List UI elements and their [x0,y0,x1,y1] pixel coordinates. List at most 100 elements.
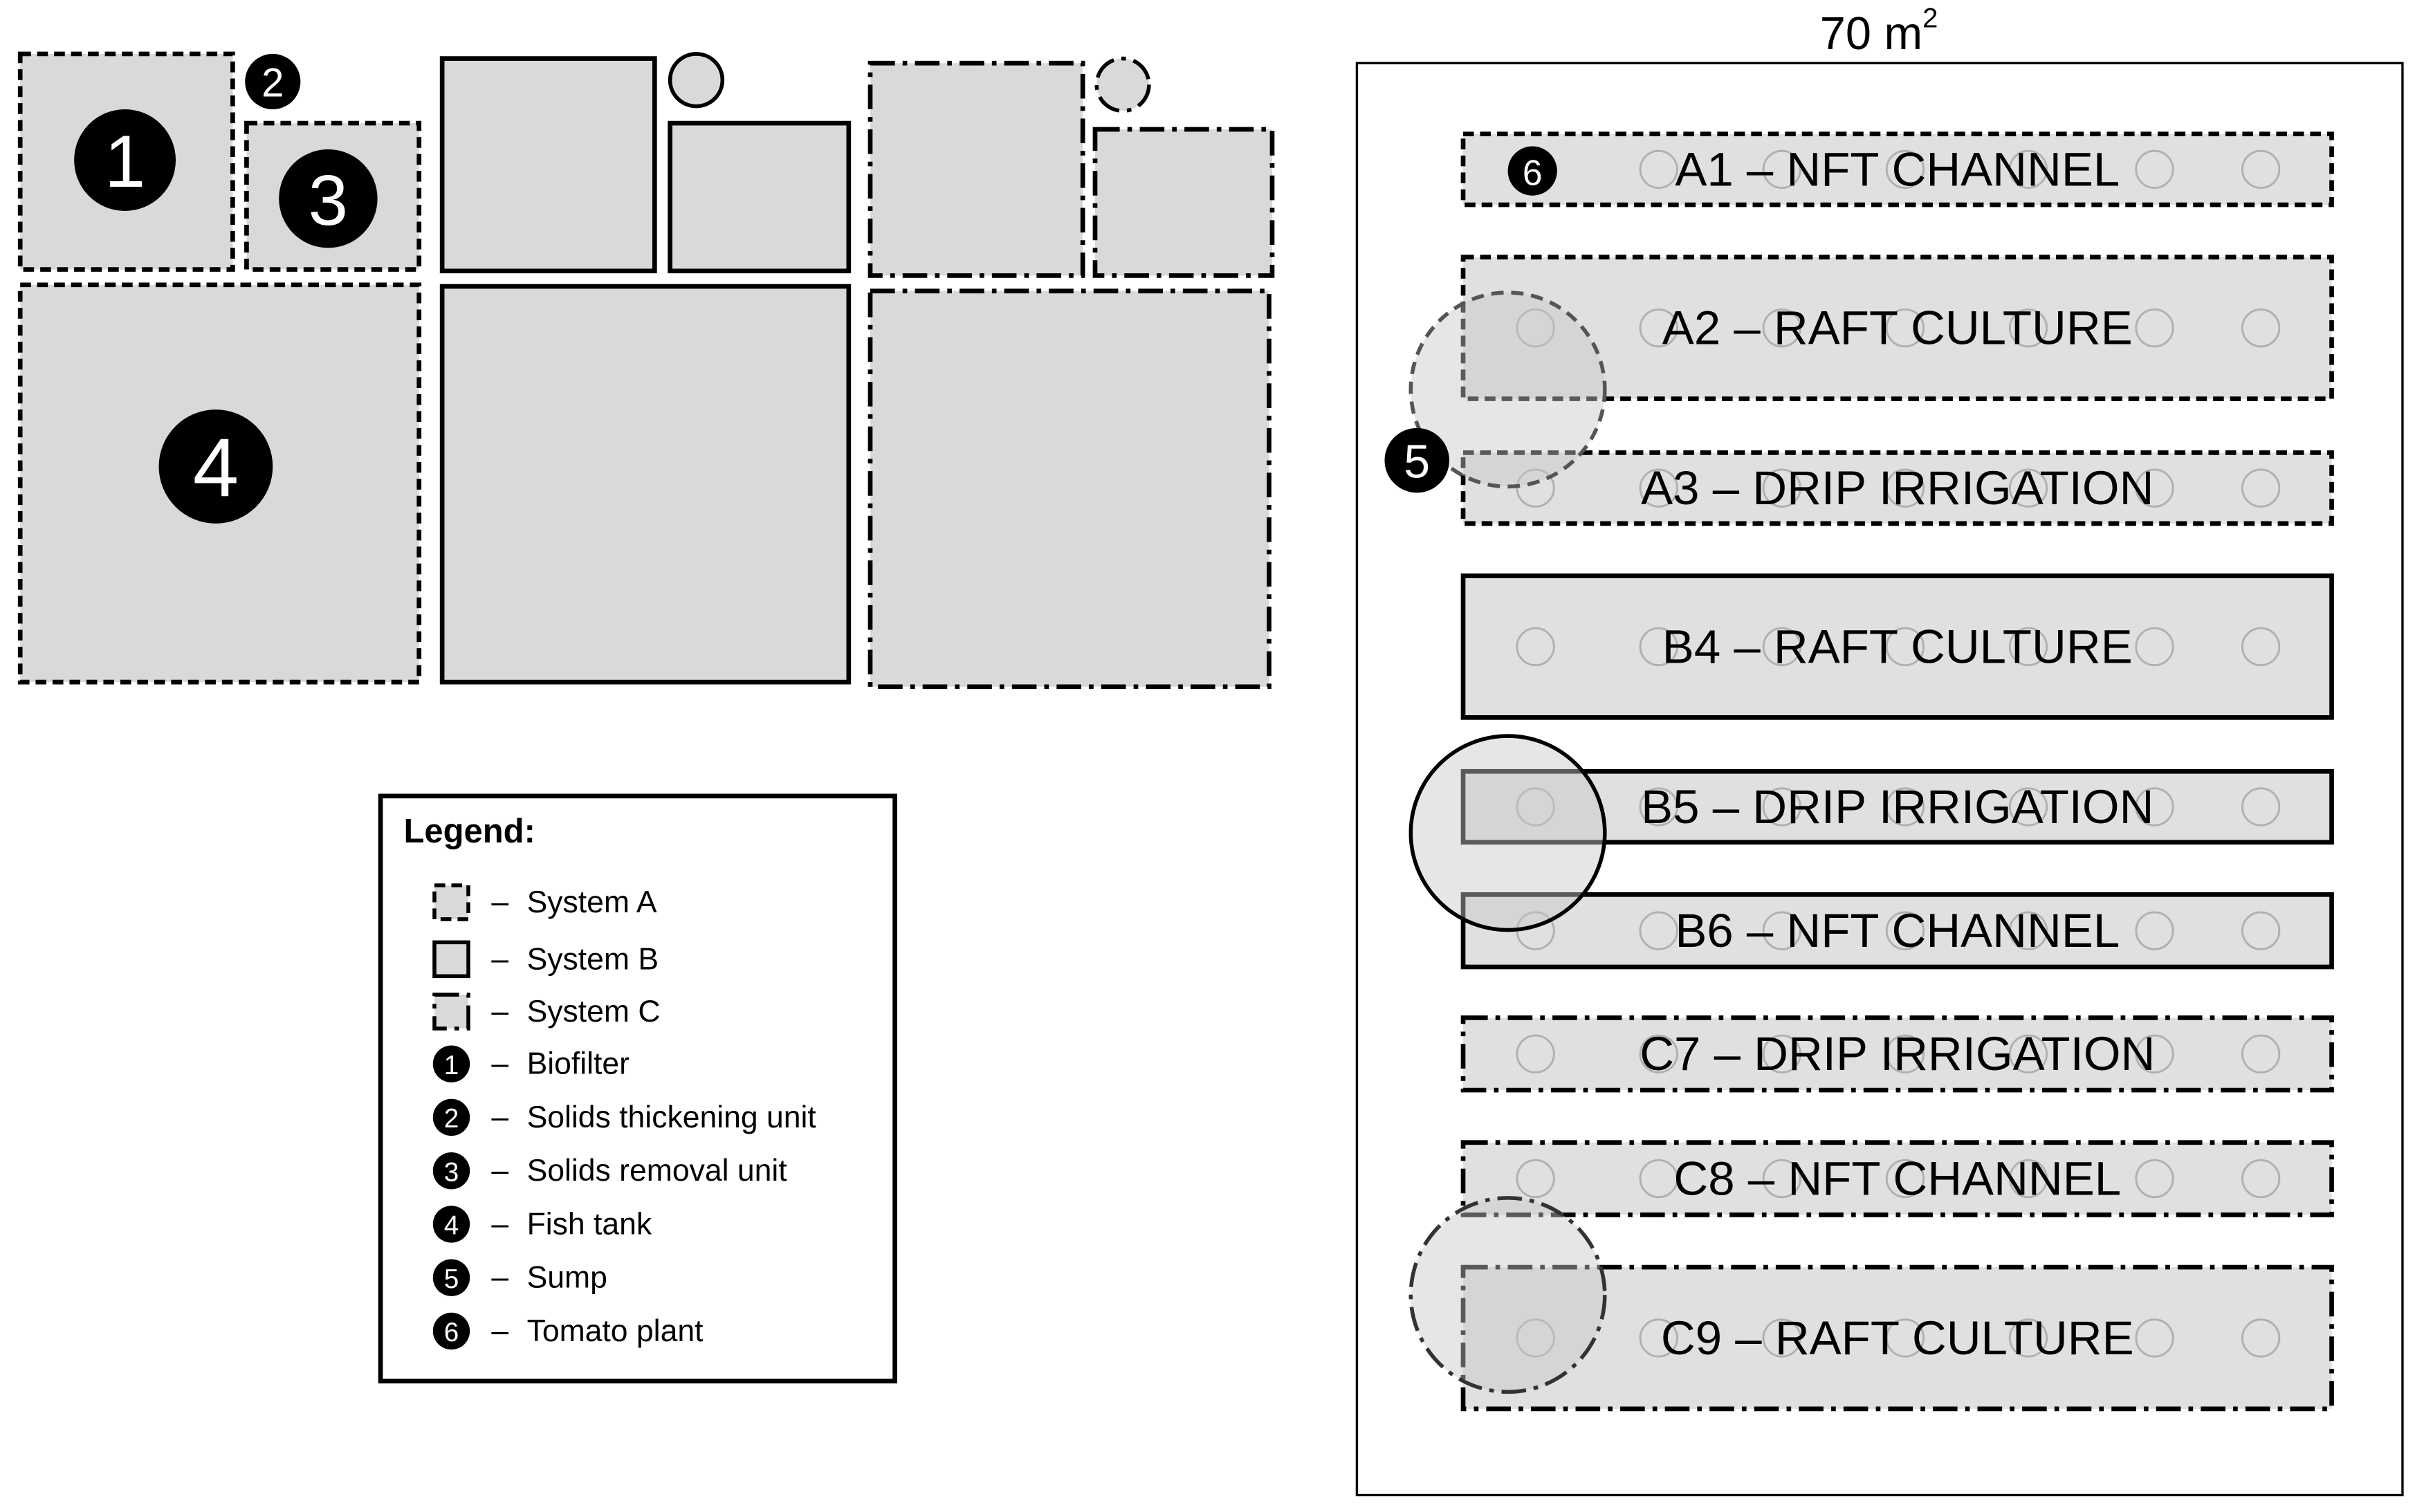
plant-position-icon [2008,787,2048,827]
legend-marker-2-icon-circle [432,1098,470,1136]
biofilter-tank-b [439,56,657,274]
legend-marker-3-icon-circle [432,1152,470,1190]
sump-b [1408,734,1607,932]
plant-position-icon [1885,627,1925,667]
plant-position-icon [2008,1318,2048,1358]
plant-position-icon [1762,787,1801,827]
legend-system-c-icon [432,993,470,1031]
area-superscript: 2 [1922,3,1938,34]
legend-marker-1-icon-number: 1 [444,1051,459,1080]
plant-position-icon [2135,308,2174,348]
channel-bed [1460,573,2334,720]
plant-position-icon [1639,1318,1678,1358]
marker-3-number: 3 [309,160,348,240]
plant-position-icon [1885,308,1925,348]
channel-bed [1460,1015,2334,1093]
marker-6-number: 6 [1523,152,1543,192]
legend-component-label: Tomato plant [527,1314,704,1348]
plant-position-icon [1885,1318,1925,1358]
plant-position-icon [2135,627,2174,667]
plant-position-icon [1762,149,1801,190]
marker-4-number: 4 [193,422,239,514]
area-value: 70 m [1820,8,1922,59]
legend-component-label: Solids thickening unit [527,1100,817,1134]
plant-position-icon [1762,627,1801,667]
plant-position-icon [2241,1034,2281,1073]
plant-position-icon [2241,1318,2281,1358]
legend-marker-5-icon: 5 [432,1259,470,1296]
marker-3: 3 [279,149,378,248]
marker-5-number: 5 [1404,436,1430,488]
channel-bed [1460,1264,2334,1412]
plant-position-icon [1516,308,1555,348]
plant-position-icon [1885,468,1925,508]
plant-position-icon [2008,627,2048,667]
plant-position-icon [2008,1034,2048,1073]
marker-1-number: 1 [104,120,145,203]
legend-dash: – [491,942,508,976]
channel-label: A1 – NFT CHANNEL [1675,142,2120,196]
legend-dash: – [491,1154,508,1188]
legend-title: Legend: [403,813,535,850]
channel-b6: B6 – NFT CHANNEL [1460,892,2334,970]
plant-position-icon [1885,149,1925,190]
plant-position-icon [1639,468,1678,508]
legend-system-label: System B [527,942,659,976]
legend-component-label: Solids removal unit [527,1154,788,1188]
plant-position-icon [1639,627,1678,667]
plant-position-icon [1762,1318,1801,1358]
plant-position-icon [1516,787,1555,827]
channel-bed [1460,255,2334,401]
plant-position-icon [1516,1318,1555,1358]
legend-component-label: Sump [527,1261,607,1295]
legend-marker-6-icon: 6 [432,1312,470,1350]
solids-removal-b [668,120,852,274]
marker-2-circle [245,53,301,110]
plant-position-icon [1885,1034,1925,1073]
biofilter-tank-c [867,60,1085,278]
fish-tank-c [867,288,1271,690]
channel-label: C7 – DRIP IRRIGATION [1640,1027,2155,1080]
sump-c [1408,1196,1607,1394]
legend-dash: – [491,1207,508,1241]
plant-position-icon [1639,911,1678,950]
legend-marker-2-icon: 2 [432,1098,470,1136]
legend-marker-5-icon-circle [432,1259,470,1296]
channel-label: C8 – NFT CHANNEL [1673,1152,2121,1206]
legend-dash: – [491,885,508,919]
channel-bed [1460,450,2334,526]
legend-dash: – [491,1047,508,1081]
legend-marker-3-icon: 3 [432,1152,470,1190]
solids-thickening-c [1094,56,1151,113]
plant-position-icon [1639,308,1678,348]
channel-label: B6 – NFT CHANNEL [1675,904,2120,957]
plant-position-icon [2008,149,2048,190]
legend-component-label: Fish tank [527,1207,652,1241]
plant-position-icon [1762,911,1801,950]
plant-position-icon [2135,1034,2174,1073]
legend-component-label: Biofilter [527,1047,630,1081]
plant-position-icon [2241,308,2281,348]
plant-position-icon [1639,149,1678,190]
plant-position-icon [2241,787,2281,827]
channel-label: A3 – DRIP IRRIGATION [1641,461,2154,515]
legend-dash: – [491,1100,508,1134]
channel-label: B4 – RAFT CULTURE [1662,620,2133,673]
plant-position-icon [1762,468,1801,508]
plant-position-icon [1762,1159,1801,1199]
plant-position-icon [2008,1159,2048,1199]
plant-position-icon [1516,1034,1555,1073]
legend-marker-4-icon-number: 4 [444,1211,459,1241]
plant-position-icon [2008,468,2048,508]
plant-position-icon [2241,627,2281,667]
channel-c9: C9 – RAFT CULTURE [1460,1264,2334,1412]
plant-position-icon [2241,911,2281,950]
plant-position-icon [1762,308,1801,348]
plant-position-icon [2241,1159,2281,1199]
channel-label: B5 – DRIP IRRIGATION [1641,780,2154,833]
plant-position-icon [1762,1034,1801,1073]
channel-a3: A3 – DRIP IRRIGATION [1460,450,2334,526]
marker-6: 6 [1507,146,1557,196]
